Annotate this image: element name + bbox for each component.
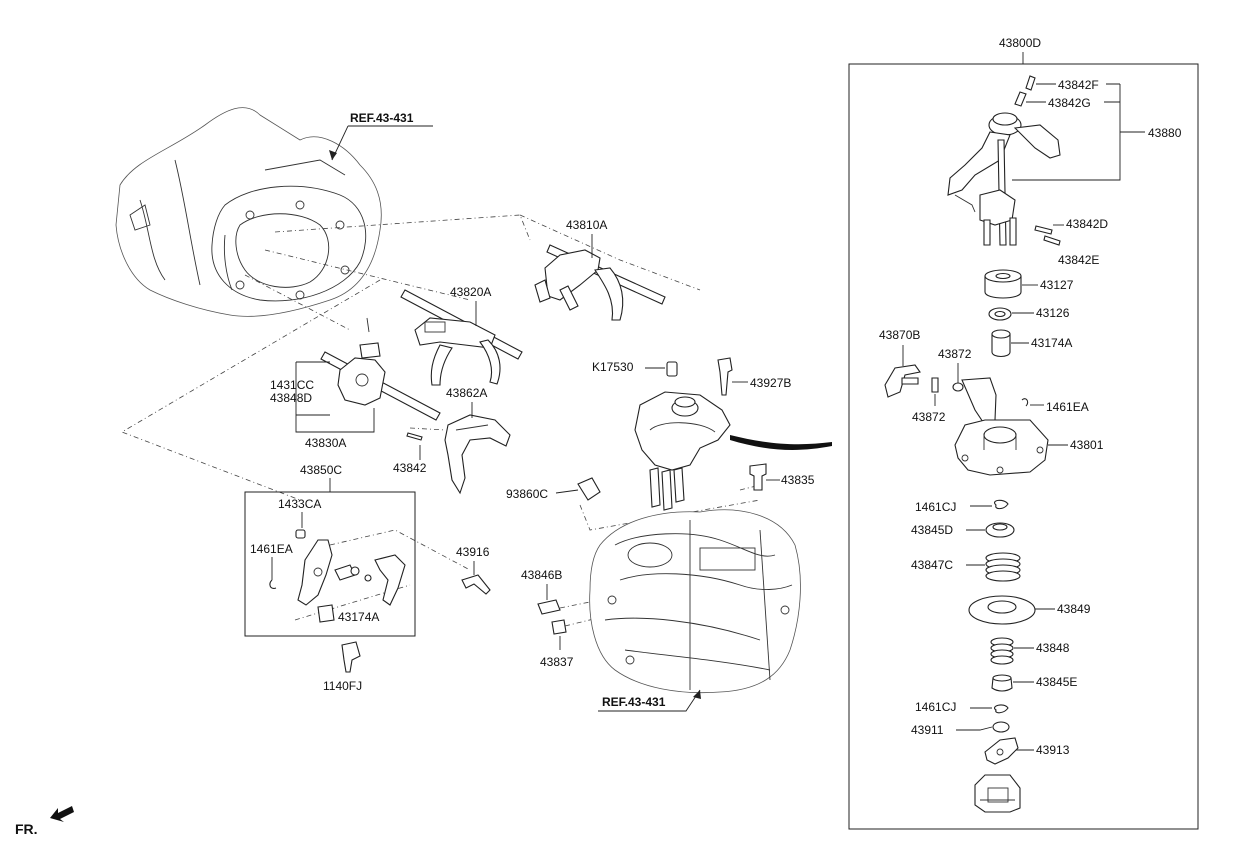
parts-group-43850C[interactable] [269, 529, 406, 623]
plug-43835[interactable] [749, 463, 767, 491]
label-43911[interactable]: 43911 [911, 723, 944, 737]
label-1461EA-right[interactable]: 1461EA [1046, 400, 1089, 414]
bolt-43927B[interactable] [717, 357, 733, 396]
lever-43870B[interactable] [884, 364, 921, 398]
label-43842E[interactable]: 43842E [1058, 253, 1099, 267]
label-43845E[interactable]: 43845E [1036, 675, 1077, 689]
pin-43842G[interactable] [1014, 91, 1027, 107]
assembly-box-43850C [244, 491, 416, 637]
shift-rail-43830A[interactable] [320, 317, 441, 421]
shift-lever-43880[interactable] [947, 112, 1061, 246]
front-label: FR. [15, 821, 38, 837]
transmission-case-bottom [589, 509, 801, 694]
label-43842G[interactable]: 43842G [1048, 96, 1091, 110]
label-43916[interactable]: 43916 [456, 545, 490, 559]
label-43174A-left[interactable]: 43174A [338, 610, 379, 624]
spring-43847C[interactable] [985, 552, 1021, 582]
label-43837[interactable]: 43837 [540, 655, 574, 669]
assembly-box-43800D [848, 63, 1199, 830]
pin-43842E[interactable] [1043, 235, 1061, 246]
transmission-case-top [115, 107, 382, 317]
label-43849[interactable]: 43849 [1057, 602, 1091, 616]
label-1461CJ-bottom[interactable]: 1461CJ [915, 700, 956, 714]
seat-43845E[interactable] [991, 674, 1013, 692]
bracket-bottom[interactable] [974, 774, 1021, 813]
label-43846B[interactable]: 43846B [521, 568, 562, 582]
label-43848D[interactable]: 43848D [270, 391, 312, 405]
label-1433CA[interactable]: 1433CA [278, 497, 321, 511]
label-43842[interactable]: 43842 [393, 461, 427, 475]
shift-cable [730, 435, 832, 450]
bushing-43127[interactable] [984, 269, 1022, 299]
seat-43845D[interactable] [985, 522, 1015, 538]
label-43845D[interactable]: 43845D [911, 523, 953, 537]
cover-43801[interactable] [954, 377, 1049, 476]
bushing-43174A[interactable] [991, 329, 1011, 358]
label-43810A[interactable]: 43810A [566, 218, 607, 232]
clip-1461CJ-a[interactable] [994, 499, 1009, 510]
pin-43842F[interactable] [1025, 75, 1036, 91]
label-K17530[interactable]: K17530 [592, 360, 634, 374]
sensor-93860C[interactable] [577, 477, 601, 501]
label-43174A-right[interactable]: 43174A [1031, 336, 1072, 350]
ref-label-top[interactable]: REF.43-431 [350, 111, 414, 125]
label-43842F[interactable]: 43842F [1058, 78, 1099, 92]
label-43126[interactable]: 43126 [1036, 306, 1070, 320]
bolt-1140FJ[interactable] [341, 641, 361, 673]
label-43842D[interactable]: 43842D [1066, 217, 1108, 231]
washer-43126[interactable] [988, 307, 1012, 321]
label-43870B[interactable]: 43870B [879, 328, 920, 342]
label-43801[interactable]: 43801 [1070, 438, 1104, 452]
pin-43842D[interactable] [1034, 225, 1053, 235]
clip-1461CJ-b[interactable] [994, 704, 1009, 714]
label-43880[interactable]: 43880 [1148, 126, 1182, 140]
bolt-43916[interactable] [461, 574, 491, 595]
plate-43849[interactable] [968, 595, 1036, 625]
lever-43913[interactable] [984, 737, 1019, 765]
plug-43837[interactable] [551, 619, 567, 635]
clip-1461EA[interactable] [1021, 398, 1029, 407]
label-1461CJ-top[interactable]: 1461CJ [915, 500, 956, 514]
label-1140FJ[interactable]: 1140FJ [323, 679, 362, 693]
label-1461EA-left[interactable]: 1461EA [250, 542, 293, 556]
label-43850C[interactable]: 43850C [300, 463, 342, 477]
label-43848[interactable]: 43848 [1036, 641, 1070, 655]
front-arrow-icon [50, 806, 74, 822]
label-43862A[interactable]: 43862A [446, 386, 487, 400]
ref-label-bottom[interactable]: REF.43-431 [602, 695, 666, 709]
ring-43911[interactable] [992, 721, 1010, 733]
label-43835[interactable]: 43835 [781, 473, 815, 487]
shift-lever-housing[interactable] [634, 391, 731, 511]
label-43913[interactable]: 43913 [1036, 743, 1070, 757]
shift-rail-43820A[interactable] [400, 289, 523, 386]
label-43830A[interactable]: 43830A [305, 436, 346, 450]
label-43127[interactable]: 43127 [1040, 278, 1074, 292]
label-43800D[interactable]: 43800D [999, 36, 1041, 50]
label-43872-top[interactable]: 43872 [938, 347, 972, 361]
label-43927B[interactable]: 43927B [750, 376, 791, 390]
label-43847C[interactable]: 43847C [911, 558, 953, 572]
label-1431CC[interactable]: 1431CC [270, 378, 314, 392]
pin-43842[interactable] [406, 432, 423, 441]
ring-43872-b[interactable] [931, 377, 939, 393]
plug-K17530[interactable] [666, 361, 678, 377]
shift-fork-43862A[interactable] [444, 414, 511, 495]
label-43872-bottom[interactable]: 43872 [912, 410, 946, 424]
spring-43848[interactable] [990, 637, 1014, 665]
label-93860C[interactable]: 93860C [506, 487, 548, 501]
label-43820A[interactable]: 43820A [450, 285, 491, 299]
plug-43846B[interactable] [537, 599, 561, 615]
shift-rail-43810A[interactable] [534, 244, 666, 321]
ring-43872-a[interactable] [952, 382, 964, 392]
